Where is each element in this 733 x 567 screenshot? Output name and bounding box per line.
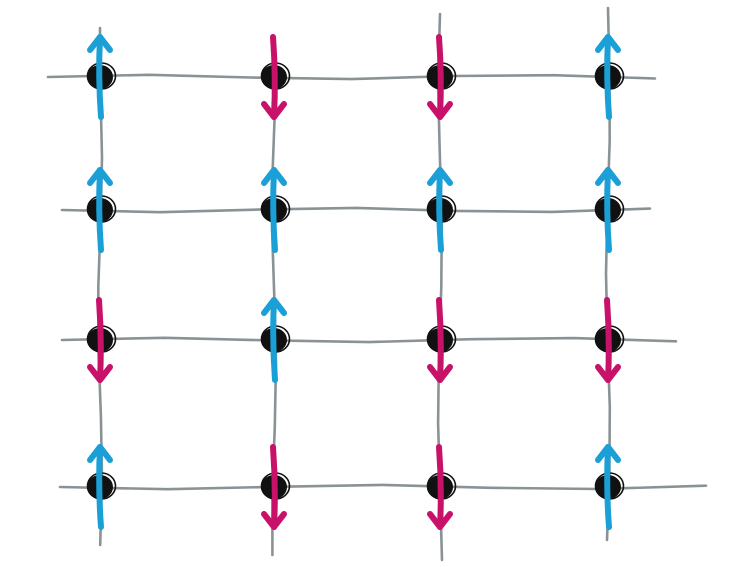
spin-down-arrow: [427, 444, 453, 530]
grid-line-horizontal: [46, 73, 657, 81]
spin-up-arrow: [427, 167, 453, 253]
spin-down-arrow: [261, 34, 287, 120]
arrow-shaft: [436, 297, 444, 383]
arrow-shaft: [604, 167, 612, 253]
arrow-shaft: [96, 444, 104, 530]
grid-line-horizontal: [60, 336, 678, 344]
arrow-shaft: [270, 167, 278, 253]
arrow-shaft: [270, 297, 278, 383]
spin-up-arrow: [595, 167, 621, 253]
spin-up-arrow: [261, 167, 287, 253]
spin-up-arrow: [87, 444, 113, 530]
spin-up-arrow: [595, 34, 621, 120]
spin-up-arrow: [87, 167, 113, 253]
arrow-shaft: [96, 167, 104, 253]
arrow-head: [427, 511, 453, 530]
spin-up-arrow: [261, 297, 287, 383]
arrow-head: [595, 167, 621, 186]
arrow-head: [87, 444, 113, 463]
arrow-shaft: [604, 34, 612, 120]
arrow-head: [261, 167, 287, 186]
spin-up-arrow: [595, 444, 621, 530]
spin-down-arrow: [427, 297, 453, 383]
arrow-shaft: [96, 297, 104, 383]
arrow-shaft: [96, 34, 104, 120]
arrow-head: [427, 167, 453, 186]
arrow-head: [87, 34, 113, 53]
arrow-shaft: [270, 34, 278, 120]
arrow-shaft: [436, 167, 444, 253]
arrow-head: [427, 101, 453, 120]
arrow-head: [595, 34, 621, 53]
arrow-shaft: [604, 297, 612, 383]
arrow-shaft: [436, 34, 444, 120]
spin-down-arrow: [427, 34, 453, 120]
arrow-head: [87, 364, 113, 383]
arrow-head: [261, 297, 287, 316]
arrow-head: [87, 167, 113, 186]
arrow-head: [427, 364, 453, 383]
spin-down-arrow: [595, 297, 621, 383]
arrow-shaft: [436, 444, 444, 530]
spin-up-arrow: [87, 34, 113, 120]
arrow-head: [261, 511, 287, 530]
grid-line-horizontal: [60, 206, 652, 214]
lattice-nodes: [86, 62, 625, 500]
arrow-head: [595, 364, 621, 383]
spin-down-arrow: [261, 444, 287, 530]
spin-down-arrow: [87, 297, 113, 383]
arrow-head: [261, 101, 287, 120]
arrow-head: [595, 444, 621, 463]
arrow-shaft: [270, 444, 278, 530]
spin-arrows: [87, 34, 621, 530]
arrow-shaft: [604, 444, 612, 530]
